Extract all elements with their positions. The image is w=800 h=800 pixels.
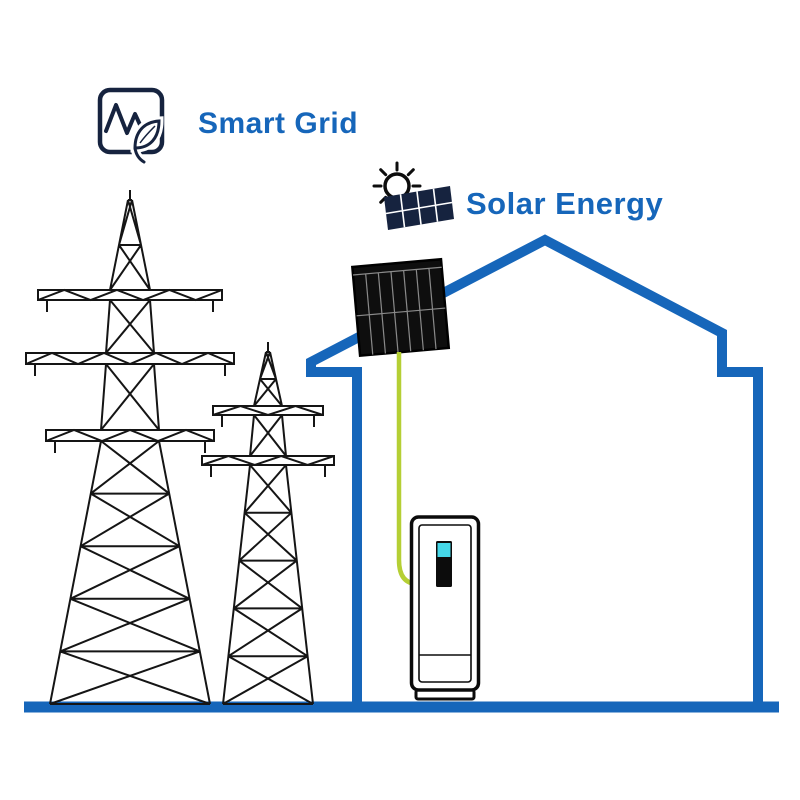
pulse-line-icon <box>104 103 144 135</box>
inverter-inner-frame <box>418 524 472 683</box>
inverter-screen <box>437 543 451 557</box>
inverter-cabinet <box>409 515 481 692</box>
transmission-tower-large <box>25 190 235 705</box>
roof-solar-panel-body <box>350 257 451 358</box>
leaf-vein-icon <box>139 125 156 144</box>
transmission-tower-small <box>201 342 335 705</box>
house-outline <box>306 234 763 706</box>
smart-grid-label: Smart Grid <box>198 107 358 140</box>
solar-energy-icon <box>372 161 454 230</box>
solar-panel-icon-grid <box>385 188 453 228</box>
leaf-stem-icon <box>133 146 146 164</box>
roof-solar-panel <box>350 257 451 358</box>
roof-solar-panel-grid <box>352 266 446 355</box>
inverter-unit <box>409 515 481 701</box>
smart-grid-icon <box>97 87 165 167</box>
tower-small-lattice <box>201 342 335 705</box>
solar-energy-label: Solar Energy <box>466 186 663 221</box>
tower-large-lattice <box>25 190 235 705</box>
